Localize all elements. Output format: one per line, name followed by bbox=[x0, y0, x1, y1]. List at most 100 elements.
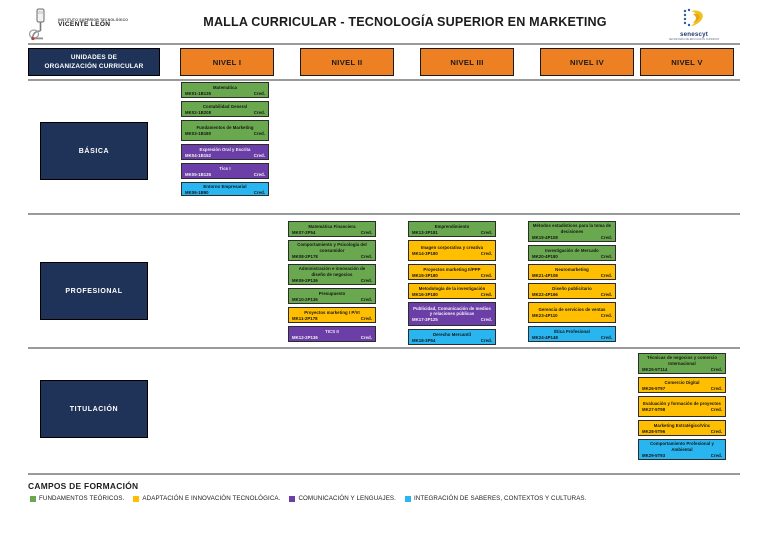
course-name: Contabilidad General bbox=[202, 103, 248, 109]
course-credits: Cred. bbox=[480, 272, 492, 278]
course-name: Matemática Financiera bbox=[308, 223, 356, 229]
divider-titulacion bbox=[28, 473, 740, 475]
column-header-nivel-1[interactable]: NIVEL I bbox=[180, 48, 274, 76]
course-code: MK06-1B90 bbox=[185, 189, 209, 195]
course-box[interactable]: Tics I MK05-1B135 Cred. bbox=[181, 163, 269, 179]
course-credits: Cred. bbox=[600, 253, 612, 259]
course-credits: Cred. bbox=[360, 229, 372, 235]
course-name: TICS II bbox=[325, 328, 339, 334]
course-name: Métodos estadísticos para la toma de dec… bbox=[532, 223, 612, 234]
course-credits: Cred. bbox=[480, 337, 492, 343]
course-box[interactable]: Métodos estadísticos para la toma de dec… bbox=[528, 221, 616, 242]
legend-item: ADAPTACIÓN E INNOVACIÓN TECNOLÓGICA. bbox=[133, 495, 280, 502]
course-name: Presupuesto bbox=[318, 290, 346, 296]
course-code: MK20-4P180 bbox=[532, 253, 558, 259]
course-credits: Cred. bbox=[253, 189, 265, 195]
column-header-nivel-3[interactable]: NIVEL III bbox=[420, 48, 514, 76]
course-name: Entorno Empresarial bbox=[203, 183, 247, 189]
course-name: Metodología de la investigación bbox=[418, 285, 486, 291]
course-credits: Cred. bbox=[253, 171, 265, 177]
course-code: MK01-1B135 bbox=[185, 90, 212, 96]
course-code: MK19-4P108 bbox=[532, 234, 558, 240]
course-code: MK22-4P166 bbox=[532, 291, 558, 297]
area-label-titulacion: TITULACIÓN bbox=[40, 380, 148, 438]
course-meta-row: MK05-1B135 Cred. bbox=[184, 172, 266, 177]
course-name: Matemática bbox=[213, 84, 237, 90]
course-code: MK03-1B180 bbox=[185, 131, 212, 136]
course-meta-row: MK03-1B180 Cred. bbox=[184, 131, 266, 136]
course-credits: Cred. bbox=[480, 291, 492, 297]
legend-item: FUNDAMENTOS TEÓRICOS. bbox=[30, 495, 124, 502]
course-credits: Cred. bbox=[480, 229, 492, 235]
course-code: MK05-1B135 bbox=[185, 171, 212, 177]
course-code: MK28-5T96 bbox=[642, 428, 666, 434]
column-header-nivel-2[interactable]: NIVEL II bbox=[300, 48, 394, 76]
column-header-nivel-4[interactable]: NIVEL IV bbox=[540, 48, 634, 76]
course-code: MK29-5T93 bbox=[642, 452, 666, 458]
course-code: MK07-2P54 bbox=[292, 229, 316, 235]
column-header-nivel-5[interactable]: NIVEL V bbox=[640, 48, 734, 76]
course-name: Tics I bbox=[219, 165, 231, 171]
senescyt-logo: senescyt SECRETARÍA DE EDUCACIÓN SUPERIO… bbox=[660, 5, 728, 43]
course-box[interactable]: Técnicas de negocios y comercio Internac… bbox=[638, 353, 726, 374]
course-credits: Cred. bbox=[600, 313, 612, 318]
course-box[interactable]: Comportamiento y Psicología del consumid… bbox=[288, 240, 376, 261]
course-code: MK09-2P136 bbox=[292, 277, 318, 283]
legend-label: INTEGRACIÓN DE SABERES, CONTEXTOS Y CULT… bbox=[413, 495, 587, 502]
course-credits: Cred. bbox=[360, 277, 372, 283]
legend-color-swatch-icon bbox=[133, 495, 140, 502]
course-credits: Cred. bbox=[710, 428, 722, 434]
course-code: MK27-5T98 bbox=[642, 407, 666, 412]
legend-color-swatch-icon bbox=[404, 495, 411, 502]
course-code: MK17-3P125 bbox=[412, 317, 438, 323]
course-box[interactable]: Publicidad, Comunicación de medios y rel… bbox=[408, 302, 496, 326]
course-code: MK12-2P136 bbox=[292, 334, 318, 340]
area-label-profesional: PROFESIONAL bbox=[40, 262, 148, 320]
senescyt-subtitle: SECRETARÍA DE EDUCACIÓN SUPERIOR bbox=[668, 37, 720, 41]
course-credits: Cred. bbox=[360, 253, 372, 259]
course-name: Ética Profesional bbox=[554, 328, 590, 334]
legend-title: CAMPOS DE FORMACIÓN bbox=[28, 481, 139, 491]
course-box[interactable]: Administración e innovación de diseño de… bbox=[288, 264, 376, 285]
column-header-unidades: UNIDADES DE ORGANIZACIÓN CURRICULAR bbox=[28, 48, 160, 76]
course-credits: Cred. bbox=[253, 131, 265, 136]
course-credits: Cred. bbox=[360, 315, 372, 321]
course-name: Emprendimiento bbox=[434, 223, 470, 229]
course-code: MK24-4P148 bbox=[532, 334, 558, 340]
course-meta-row: MK28-5T96 Cred. bbox=[641, 429, 723, 434]
area-label-basica: BÁSICA bbox=[40, 122, 148, 180]
course-meta-row: MK09-2P136 Cred. bbox=[291, 278, 373, 283]
